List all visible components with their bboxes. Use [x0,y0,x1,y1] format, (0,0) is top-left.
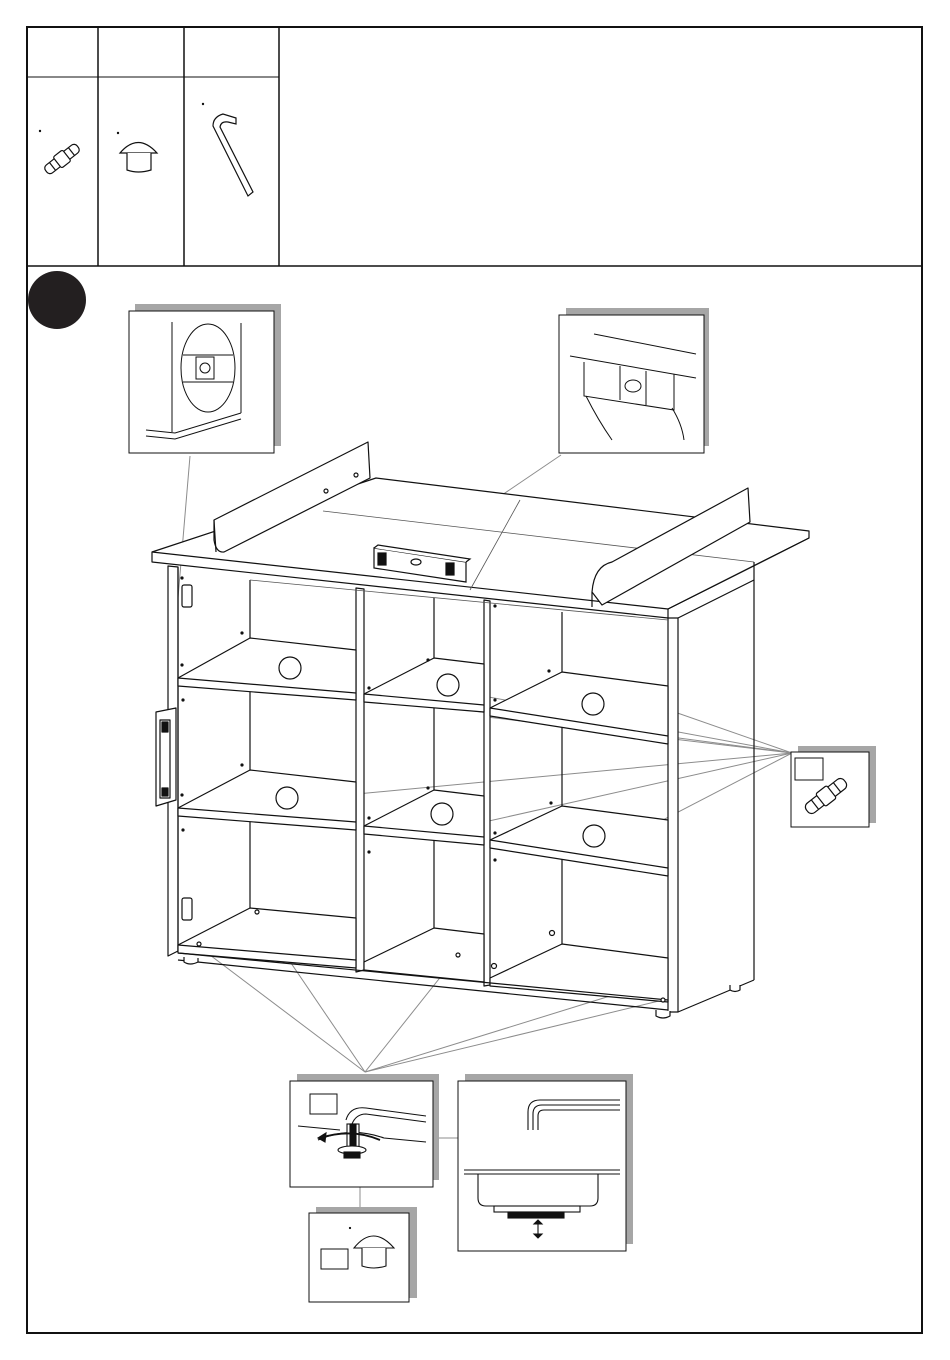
callout-hinge-hole [129,304,281,453]
qty-box [795,758,823,780]
cover-cap-icon [117,132,157,172]
shelf-pin-marker [583,825,605,847]
qty-box [310,1094,337,1114]
shelf-pin-marker [431,803,453,825]
qty-box [321,1249,348,1269]
callout-shelf-pin [791,746,876,827]
allen-key-icon [202,103,253,196]
callout-leveling-foot [290,1074,439,1187]
parts-table [27,27,922,266]
shelf-pin-marker [279,657,301,679]
callout-level [559,308,709,453]
shelf-pin-marker [437,674,459,696]
callout-cap [309,1207,417,1302]
wooden-dowel-icon [39,130,82,176]
step-badge [28,271,86,329]
shelf-pin-marker [582,693,604,715]
shelf-pin-marker [276,787,298,809]
callout-allen-adjust [458,1074,633,1251]
cabinet-drawing [152,442,809,1018]
